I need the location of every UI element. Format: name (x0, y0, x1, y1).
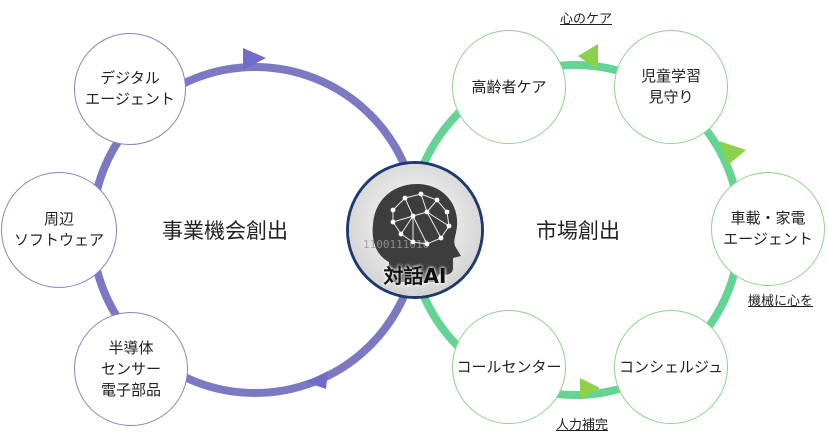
node-car-appliance-agent: 車載・家電 エージェント (711, 172, 825, 286)
node-digital-agent: デジタル エージェント (74, 33, 186, 145)
node-label: 半導体 センサー 電子部品 (100, 338, 161, 399)
annotation-top: 心のケア (560, 12, 613, 27)
node-label: 高齢者ケア (471, 77, 547, 96)
annotation-bottom: 人力補完 (556, 418, 609, 433)
node-label: 周辺 ソフトウェア (13, 210, 104, 249)
node-child-learning: 児童学習 見守り (614, 30, 728, 144)
node-label: 車載・家電 エージェント (723, 209, 813, 248)
left-cycle-label: 事業機会創出 (162, 219, 288, 243)
node-peripheral-software: 周辺 ソフトウェア (1, 172, 117, 288)
node-semiconductor: 半導体 センサー 電子部品 (74, 312, 188, 426)
center-label: 対話AI (383, 264, 447, 288)
node-label: 児童学習 見守り (640, 67, 701, 106)
node-call-center: コールセンター (452, 310, 566, 424)
ai-head-icon: 1100111010 (349, 164, 481, 296)
center-node: 1100111010 対話AI (346, 161, 484, 299)
right-arrow-bottom (580, 378, 600, 400)
node-label: デジタル エージェント (85, 69, 175, 108)
annotation-right: 機械に心を (748, 294, 814, 309)
left-arrow-bottom (306, 371, 328, 389)
binary-text: 1100111010 (363, 238, 429, 251)
right-cycle-label: 市場創出 (536, 219, 620, 243)
right-arrow-right (719, 141, 746, 165)
node-elderly-care: 高齢者ケア (452, 30, 566, 144)
node-concierge: コンシェルジュ (614, 310, 728, 424)
node-label: コンシェルジュ (619, 357, 723, 376)
right-arrow-top (578, 44, 598, 70)
left-arrow-top (243, 48, 266, 70)
node-label: コールセンター (456, 357, 562, 376)
